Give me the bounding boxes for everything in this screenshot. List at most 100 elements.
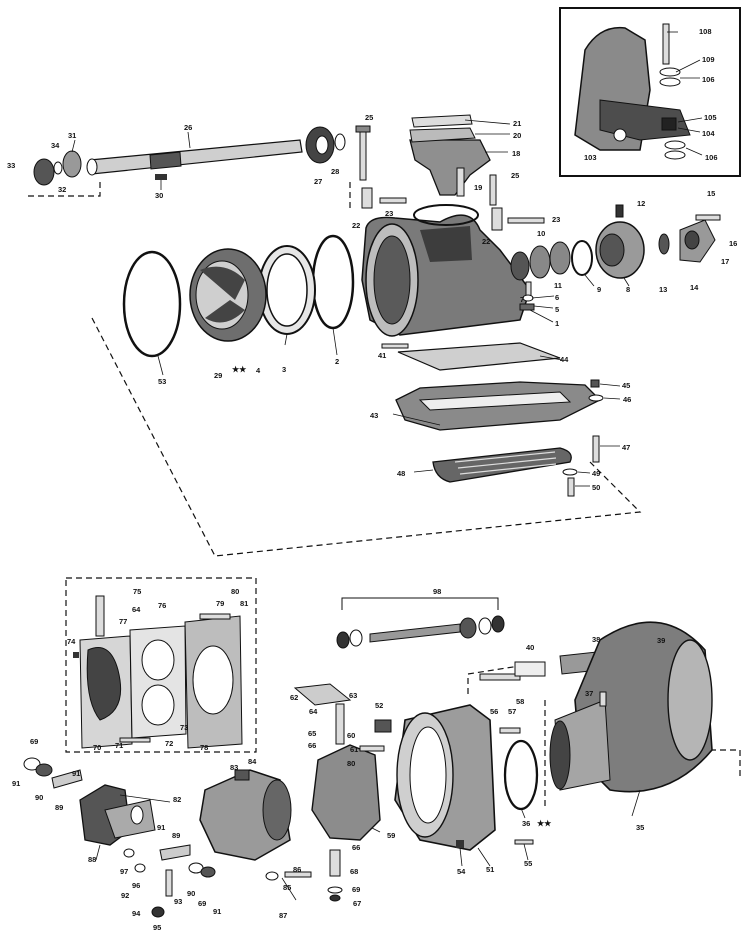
- label-15: 15: [707, 189, 715, 198]
- label-9: 9: [597, 285, 601, 294]
- label-91b: 91: [72, 769, 80, 778]
- part-labels: 108 109 106 105 104 106 103 26 31 34 33 …: [7, 27, 737, 932]
- leader-lines: [71, 31, 703, 901]
- label-30: 30: [155, 191, 163, 200]
- dowel-22: [361, 187, 373, 209]
- screw-86: [284, 871, 312, 878]
- nut-54: [456, 840, 464, 848]
- label-75: 75: [133, 587, 141, 596]
- label-19: 19: [474, 183, 482, 192]
- label-58: 58: [516, 697, 524, 706]
- label-38: 38: [592, 635, 600, 644]
- stars-a: ★★: [232, 365, 247, 374]
- washer-13: [658, 233, 670, 255]
- propeller-shaft-group: [33, 125, 373, 209]
- label-6: 6: [555, 293, 559, 302]
- screw-71: [119, 737, 151, 743]
- label-60: 60: [347, 731, 355, 740]
- label-36: 36: [522, 819, 530, 828]
- bearing-stack: [510, 204, 721, 311]
- label-106b: 106: [705, 153, 718, 162]
- key-30: [155, 174, 167, 180]
- label-80: 80: [231, 587, 239, 596]
- label-74: 74: [67, 637, 76, 646]
- inset-bolt: [662, 23, 670, 65]
- label-5: 5: [555, 305, 559, 314]
- label-29: 29: [214, 371, 222, 380]
- label-33: 33: [7, 161, 15, 170]
- bracket-88: [23, 757, 216, 918]
- label-64: 64: [309, 707, 318, 716]
- label-53: 53: [158, 377, 166, 386]
- label-52: 52: [375, 701, 383, 710]
- label-89b: 89: [172, 831, 180, 840]
- label-96: 96: [132, 881, 140, 890]
- label-2: 2: [335, 357, 339, 366]
- fasteners-45-50: [562, 379, 604, 497]
- dowel-22b: [491, 207, 503, 231]
- label-69: 69: [30, 737, 38, 746]
- label-81: 81: [240, 599, 248, 608]
- label-7: 7: [520, 295, 524, 304]
- label-97: 97: [120, 867, 128, 876]
- label-98: 98: [433, 587, 441, 596]
- label-48: 48: [397, 469, 405, 478]
- label-27: 27: [314, 177, 322, 186]
- gasket-ring: [413, 204, 479, 226]
- nozzle-35: [549, 621, 713, 793]
- label-77: 77: [119, 617, 127, 626]
- label-104: 104: [702, 129, 715, 138]
- label-61: 61: [350, 745, 358, 754]
- label-39: 39: [657, 636, 665, 645]
- pin-23: [379, 197, 407, 204]
- label-64b: 64: [132, 605, 141, 614]
- label-69b: 69: [198, 899, 206, 908]
- lever-62: [293, 683, 352, 706]
- label-69c: 69: [352, 885, 360, 894]
- label-63: 63: [349, 691, 357, 700]
- label-16: 16: [729, 239, 737, 248]
- inlet-elbow-18: [379, 114, 545, 231]
- label-55: 55: [524, 859, 532, 868]
- label-83: 83: [230, 763, 238, 772]
- linkage-housing-82: [199, 769, 312, 881]
- label-62: 62: [290, 693, 298, 702]
- label-105: 105: [704, 113, 717, 122]
- stars-b: ★★: [537, 819, 552, 828]
- label-4: 4: [256, 366, 261, 375]
- label-37: 37: [585, 689, 593, 698]
- label-65: 65: [308, 729, 316, 738]
- bolt-19: [456, 167, 465, 197]
- label-21: 21: [513, 119, 521, 128]
- label-109: 109: [702, 55, 715, 64]
- screen-48: [432, 447, 572, 483]
- label-87: 87: [279, 911, 287, 920]
- inset-nut: [661, 117, 677, 131]
- threaded-rod: [369, 623, 461, 643]
- inset-bracket-detail: [559, 7, 741, 177]
- label-91d: 91: [213, 907, 221, 916]
- steering-sleeve-51: [394, 704, 539, 851]
- label-23b: 23: [552, 215, 560, 224]
- label-44: 44: [560, 355, 569, 364]
- pin-89b: [159, 844, 191, 861]
- label-89: 89: [55, 803, 63, 812]
- label-106: 106: [702, 75, 715, 84]
- label-84: 84: [248, 757, 257, 766]
- label-25: 25: [365, 113, 373, 122]
- o-ring-9: [571, 240, 593, 276]
- label-54: 54: [457, 867, 466, 876]
- label-43: 43: [370, 411, 378, 420]
- seal-11: [549, 241, 571, 275]
- fitting-83: [234, 769, 250, 781]
- label-10: 10: [537, 229, 545, 238]
- impeller-housing-29: [189, 248, 267, 342]
- seal-10: [529, 245, 551, 279]
- label-88: 88: [88, 855, 96, 864]
- pivot-housing-59: [293, 683, 392, 902]
- pin-64: [335, 703, 345, 745]
- label-91: 91: [12, 779, 20, 788]
- label-17: 17: [721, 257, 729, 266]
- label-90b: 90: [187, 889, 195, 898]
- label-82: 82: [173, 795, 181, 804]
